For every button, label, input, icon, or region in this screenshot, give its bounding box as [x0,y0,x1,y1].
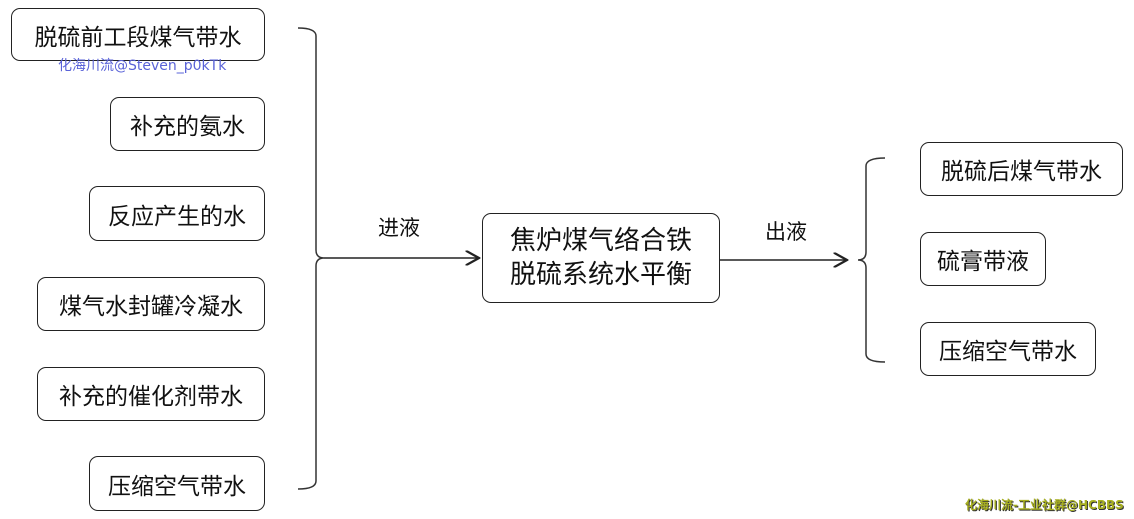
center-title-line1: 焦炉煤气络合铁 [509,226,692,256]
output-box: 脱硫后煤气带水 [920,142,1123,196]
input-flow-label: 进液 [378,216,420,240]
output-box: 硫膏带液 [920,232,1046,286]
input-box: 反应产生的水 [89,186,265,241]
center-box: 焦炉煤气络合铁 脱硫系统水平衡 [482,213,720,303]
input-bracket [297,27,325,490]
watermark-bottom: 化海川流-工业社群@HCBBS [965,498,1124,512]
watermark-top: 化海川流@Steven_p0kTk [58,58,227,74]
output-box: 压缩空气带水 [920,322,1096,376]
input-box: 补充的催化剂带水 [37,367,265,421]
input-box: 脱硫前工段煤气带水 [11,8,265,61]
center-title-line2: 脱硫系统水平衡 [509,260,692,290]
output-flow-label: 出液 [765,220,807,244]
output-bracket [857,157,886,363]
input-box: 煤气水封罐冷凝水 [37,277,265,331]
input-box: 补充的氨水 [110,97,265,151]
input-box: 压缩空气带水 [89,456,265,511]
